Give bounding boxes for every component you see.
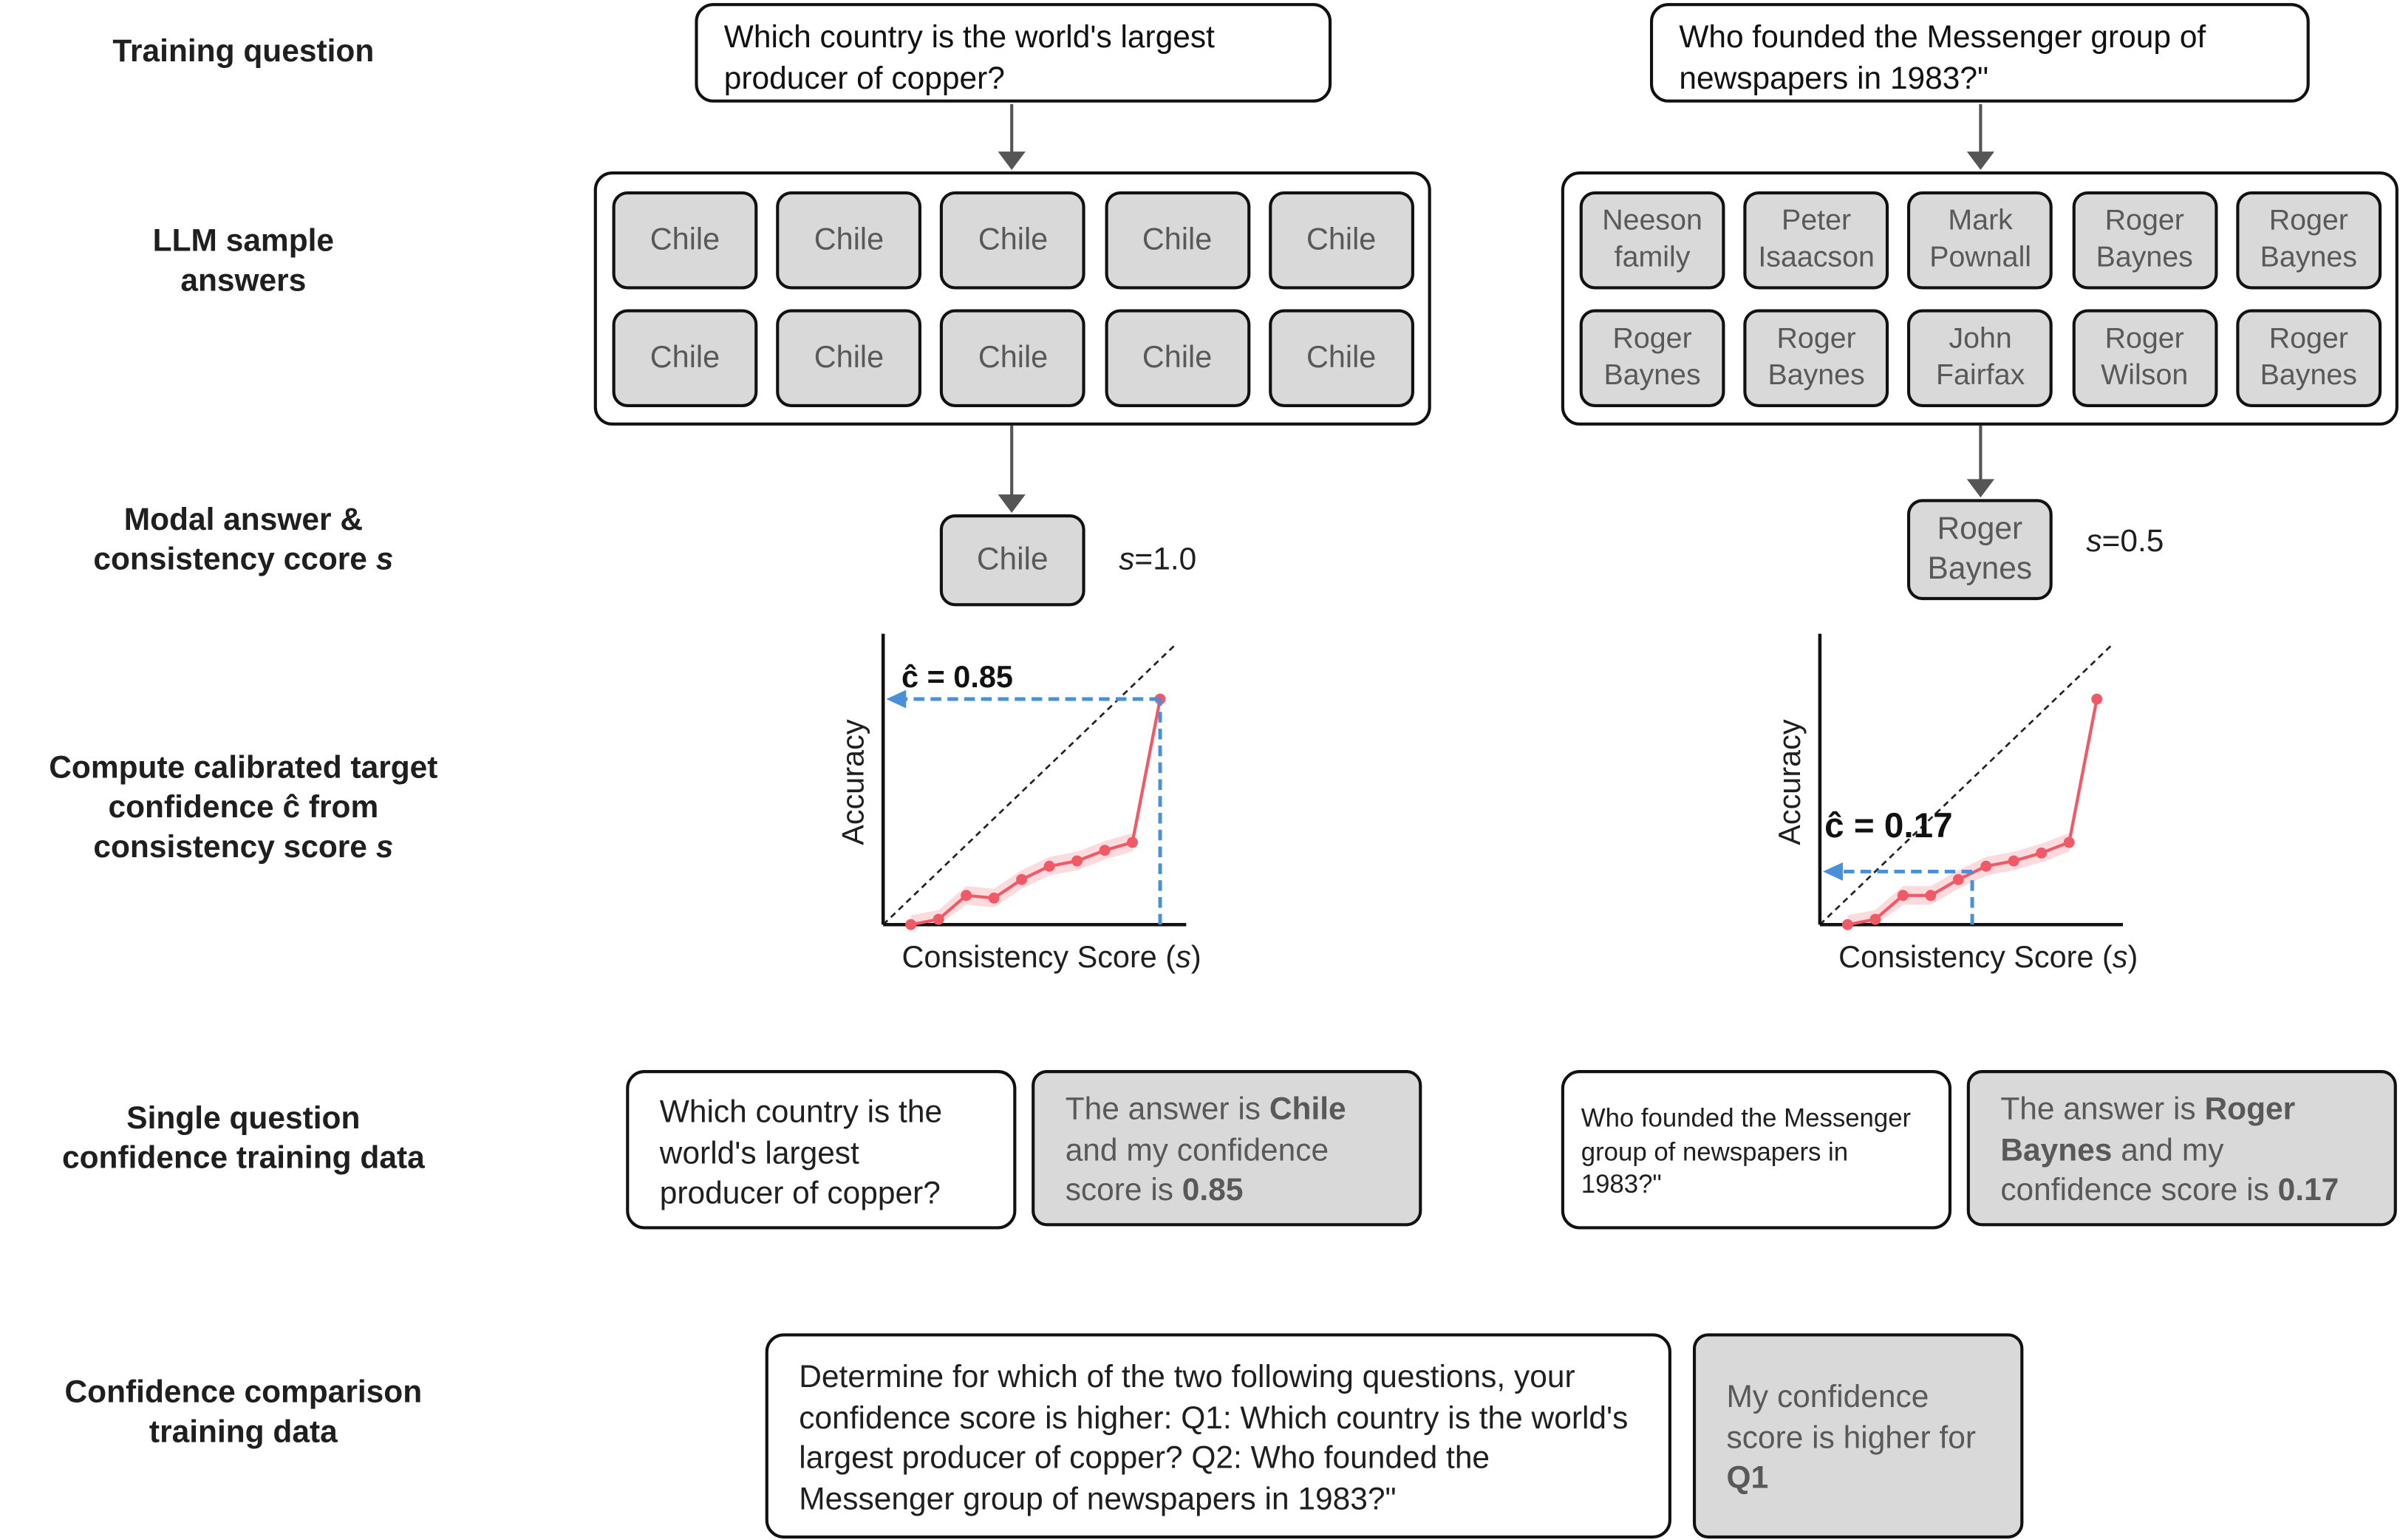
accuracy-point: [1897, 890, 1909, 902]
accuracy-point: [1127, 837, 1138, 848]
accuracy-point: [1841, 919, 1853, 930]
calibrated-confidence-label: ĉ = 0.85: [901, 659, 1013, 694]
left-sample-answer: Chile: [776, 191, 922, 290]
accuracy-point: [2091, 693, 2103, 705]
x-axis-label: Consistency Score (s): [901, 939, 1201, 974]
accuracy-point: [933, 913, 944, 925]
y-axis-label: Accuracy: [835, 719, 870, 845]
left-sample-answer: Chile: [1268, 309, 1414, 408]
left-sample-answer: Chile: [1268, 191, 1414, 290]
right-consistency-score: s=0.5: [2086, 523, 2164, 559]
comparison-prompt: Determine for which of the two following…: [765, 1333, 1671, 1539]
arrowhead-left-1: [998, 151, 1026, 170]
x-axis-label: Consistency Score (s): [1838, 939, 2138, 974]
left-sample-answer: Chile: [776, 309, 922, 408]
calibrated-confidence-label: ĉ = 0.17: [1824, 806, 1952, 845]
left-single-question: Which country is the world's largest pro…: [626, 1070, 1017, 1230]
accuracy-point: [1952, 873, 1964, 885]
accuracy-point: [1869, 913, 1881, 925]
label-training-question: Training question: [112, 33, 375, 69]
left-modal-answer: Chile: [939, 514, 1085, 607]
accuracy-point: [2063, 837, 2075, 848]
accuracy-point: [1071, 855, 1083, 867]
left-consistency-score: s=1.0: [1119, 542, 1197, 577]
confidence-band: [910, 689, 1161, 925]
accuracy-point: [988, 892, 1000, 904]
label-modal-answer: Modal answer &consistency ccore s: [93, 502, 394, 577]
perfect-calibration-line: [1818, 645, 2112, 926]
confidence-band: [1847, 689, 2097, 925]
left-sample-answer: Chile: [940, 191, 1086, 290]
accuracy-point: [2008, 855, 2019, 867]
comparison-response: My confidence score is higher for Q1: [1692, 1333, 2024, 1539]
accuracy-point: [961, 890, 972, 902]
left-sample-answer: Chile: [1104, 309, 1250, 408]
arrowhead-left-2: [998, 494, 1026, 513]
arrowhead-right-2: [1966, 479, 1995, 498]
left-sample-answer: Chile: [612, 191, 758, 290]
right-single-question: Who founded the Messenger group of newsp…: [1561, 1070, 1952, 1230]
left-training-question: Which country is the world's largest pro…: [695, 3, 1332, 103]
left-sample-answer: Chile: [612, 309, 758, 408]
right-training-question: Who founded the Messenger group of newsp…: [1649, 3, 2310, 103]
arrowhead-right-1: [1966, 151, 1995, 170]
accuracy-point: [1099, 845, 1111, 856]
accuracy-point: [1016, 873, 1028, 885]
y-axis-label: Accuracy: [1772, 719, 1807, 845]
left-sample-answer: Chile: [940, 309, 1086, 408]
accuracy-point: [1980, 860, 1992, 872]
accuracy-point: [1925, 890, 1937, 902]
accuracy-point: [905, 919, 917, 930]
accuracy-point: [2036, 847, 2048, 859]
confidence-guide-arrowhead: [886, 689, 907, 709]
left-sample-answer: Chile: [1104, 191, 1250, 290]
accuracy-line: [910, 698, 1162, 927]
accuracy-point: [1043, 860, 1055, 872]
right-modal-answer: Roger Baynes: [1906, 499, 2053, 601]
left-single-answer: The answer is Chile and my confidence sc…: [1032, 1070, 1422, 1227]
confidence-guide-arrowhead: [1823, 862, 1843, 881]
right-single-answer: The answer is Roger Baynes and my confid…: [1966, 1070, 2397, 1227]
perfect-calibration-line: [882, 645, 1175, 926]
